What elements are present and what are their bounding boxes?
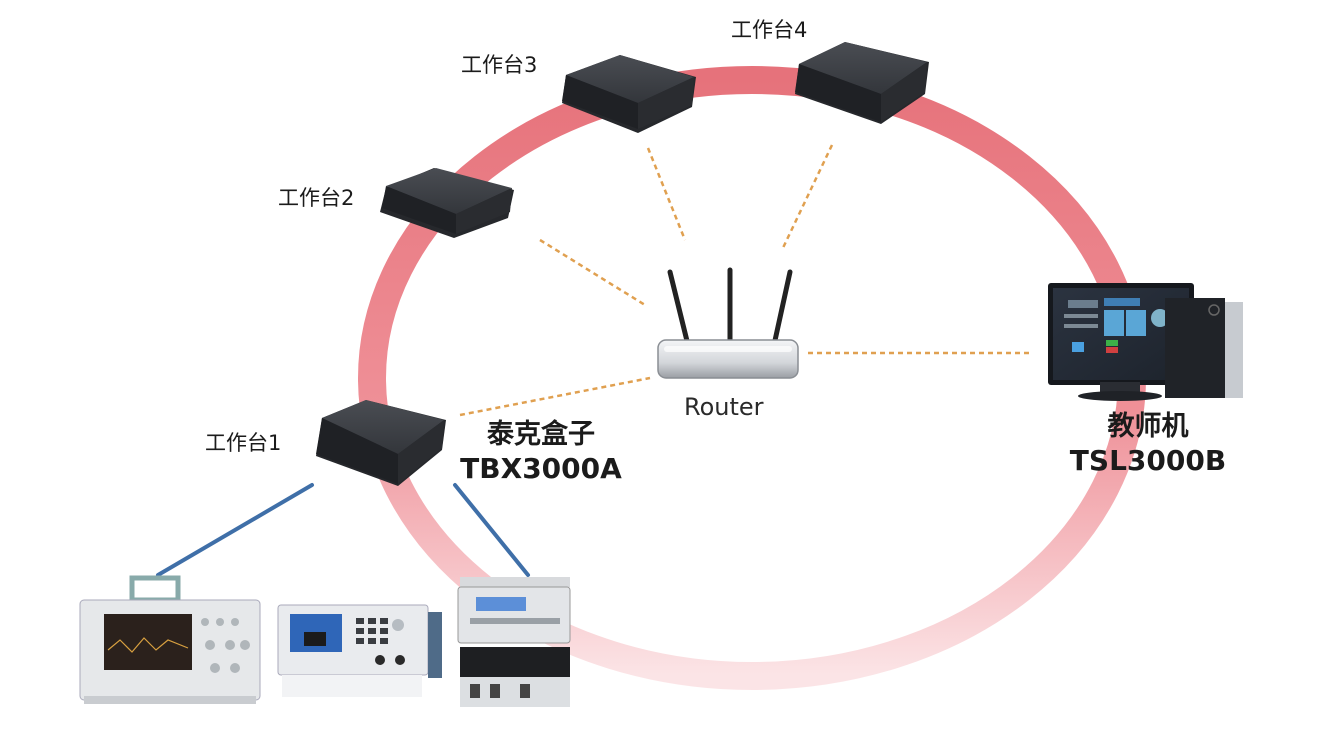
- workstation-box-1: [316, 400, 446, 486]
- oscilloscope-icon: [79, 575, 261, 704]
- wired-link-ws1-multimeter: [453, 483, 530, 577]
- teacher-pc-name: 教师机: [1107, 411, 1189, 442]
- workstation-box-4: [795, 42, 929, 124]
- box-product-model: TBX3000A: [460, 452, 622, 485]
- workstation-1-label: 工作台1: [205, 431, 282, 455]
- workstation-3-label: 工作台3: [461, 53, 538, 77]
- wireless-link-ws2-router: [539, 238, 646, 307]
- router-icon: [657, 267, 799, 379]
- box-product-name: 泰克盒子: [487, 419, 595, 450]
- teacher-pc-icon: [1048, 283, 1243, 401]
- wireless-link-ws1-router: [459, 376, 651, 417]
- router-label: Router: [684, 393, 764, 421]
- wireless-link-ws4-router: [780, 144, 834, 251]
- teacher-pc-label: 教师机 TSL3000B: [1060, 410, 1236, 478]
- workstation-2-label: 工作台2: [278, 186, 355, 210]
- workstation-box-2: [380, 168, 514, 238]
- teacher-pc-model: TSL3000B: [1069, 444, 1227, 477]
- function-generator-icon: [277, 604, 442, 697]
- multimeter-and-power-supply-icon: [457, 577, 571, 707]
- workstation-box-3: [562, 55, 696, 133]
- wireless-link-ws3-router: [646, 147, 687, 241]
- box-product-label: 泰克盒子 TBX3000A: [455, 418, 627, 486]
- workstation-4-label: 工作台4: [731, 18, 808, 42]
- wired-link-ws1-oscilloscope: [156, 483, 314, 577]
